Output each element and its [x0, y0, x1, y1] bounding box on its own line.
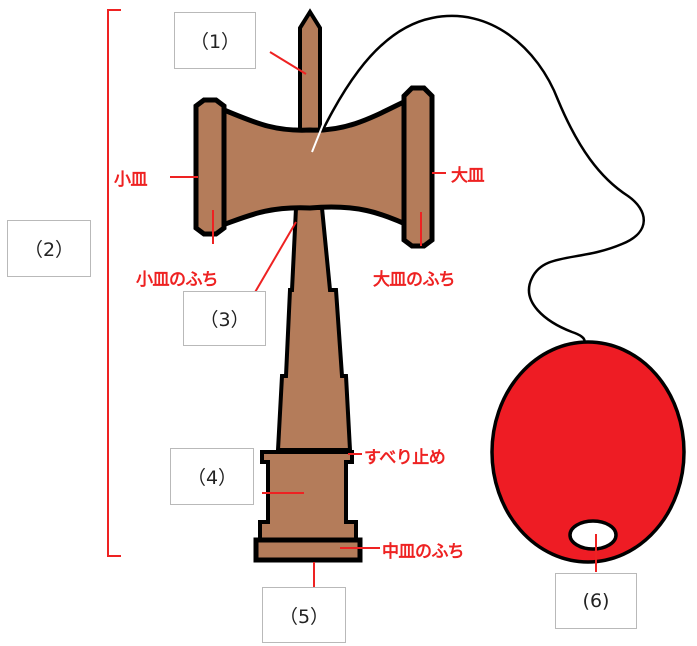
- middle-cup: [253, 537, 363, 563]
- label-middle-cup-rim: 中皿のふち: [382, 542, 465, 562]
- grip: [258, 450, 358, 542]
- bracket: [107, 9, 121, 557]
- ball-hole: [568, 519, 618, 551]
- big-cup: [401, 85, 435, 249]
- small-cup: [193, 97, 227, 237]
- leader-3: [253, 221, 297, 295]
- number-box-6: (6): [555, 573, 637, 629]
- label-small-cup: 小皿: [114, 170, 148, 190]
- leader-1: [269, 51, 307, 75]
- string-end: [311, 121, 325, 153]
- number-box-1: （1）: [174, 12, 256, 69]
- label-small-cup-rim: 小皿のふち: [136, 270, 219, 290]
- label-big-cup-rim: 大皿のふち: [373, 270, 456, 290]
- label-big-cup: 大皿: [451, 166, 485, 186]
- number-box-2: （2）: [7, 220, 91, 277]
- label-slip-stop: すべり止め: [364, 448, 446, 468]
- handle: [275, 206, 353, 452]
- ball: [490, 340, 686, 564]
- number-box-3: （3）: [183, 291, 266, 346]
- number-box-5: （5）: [262, 587, 346, 643]
- number-box-4: （4）: [170, 448, 254, 505]
- string: [310, 14, 645, 347]
